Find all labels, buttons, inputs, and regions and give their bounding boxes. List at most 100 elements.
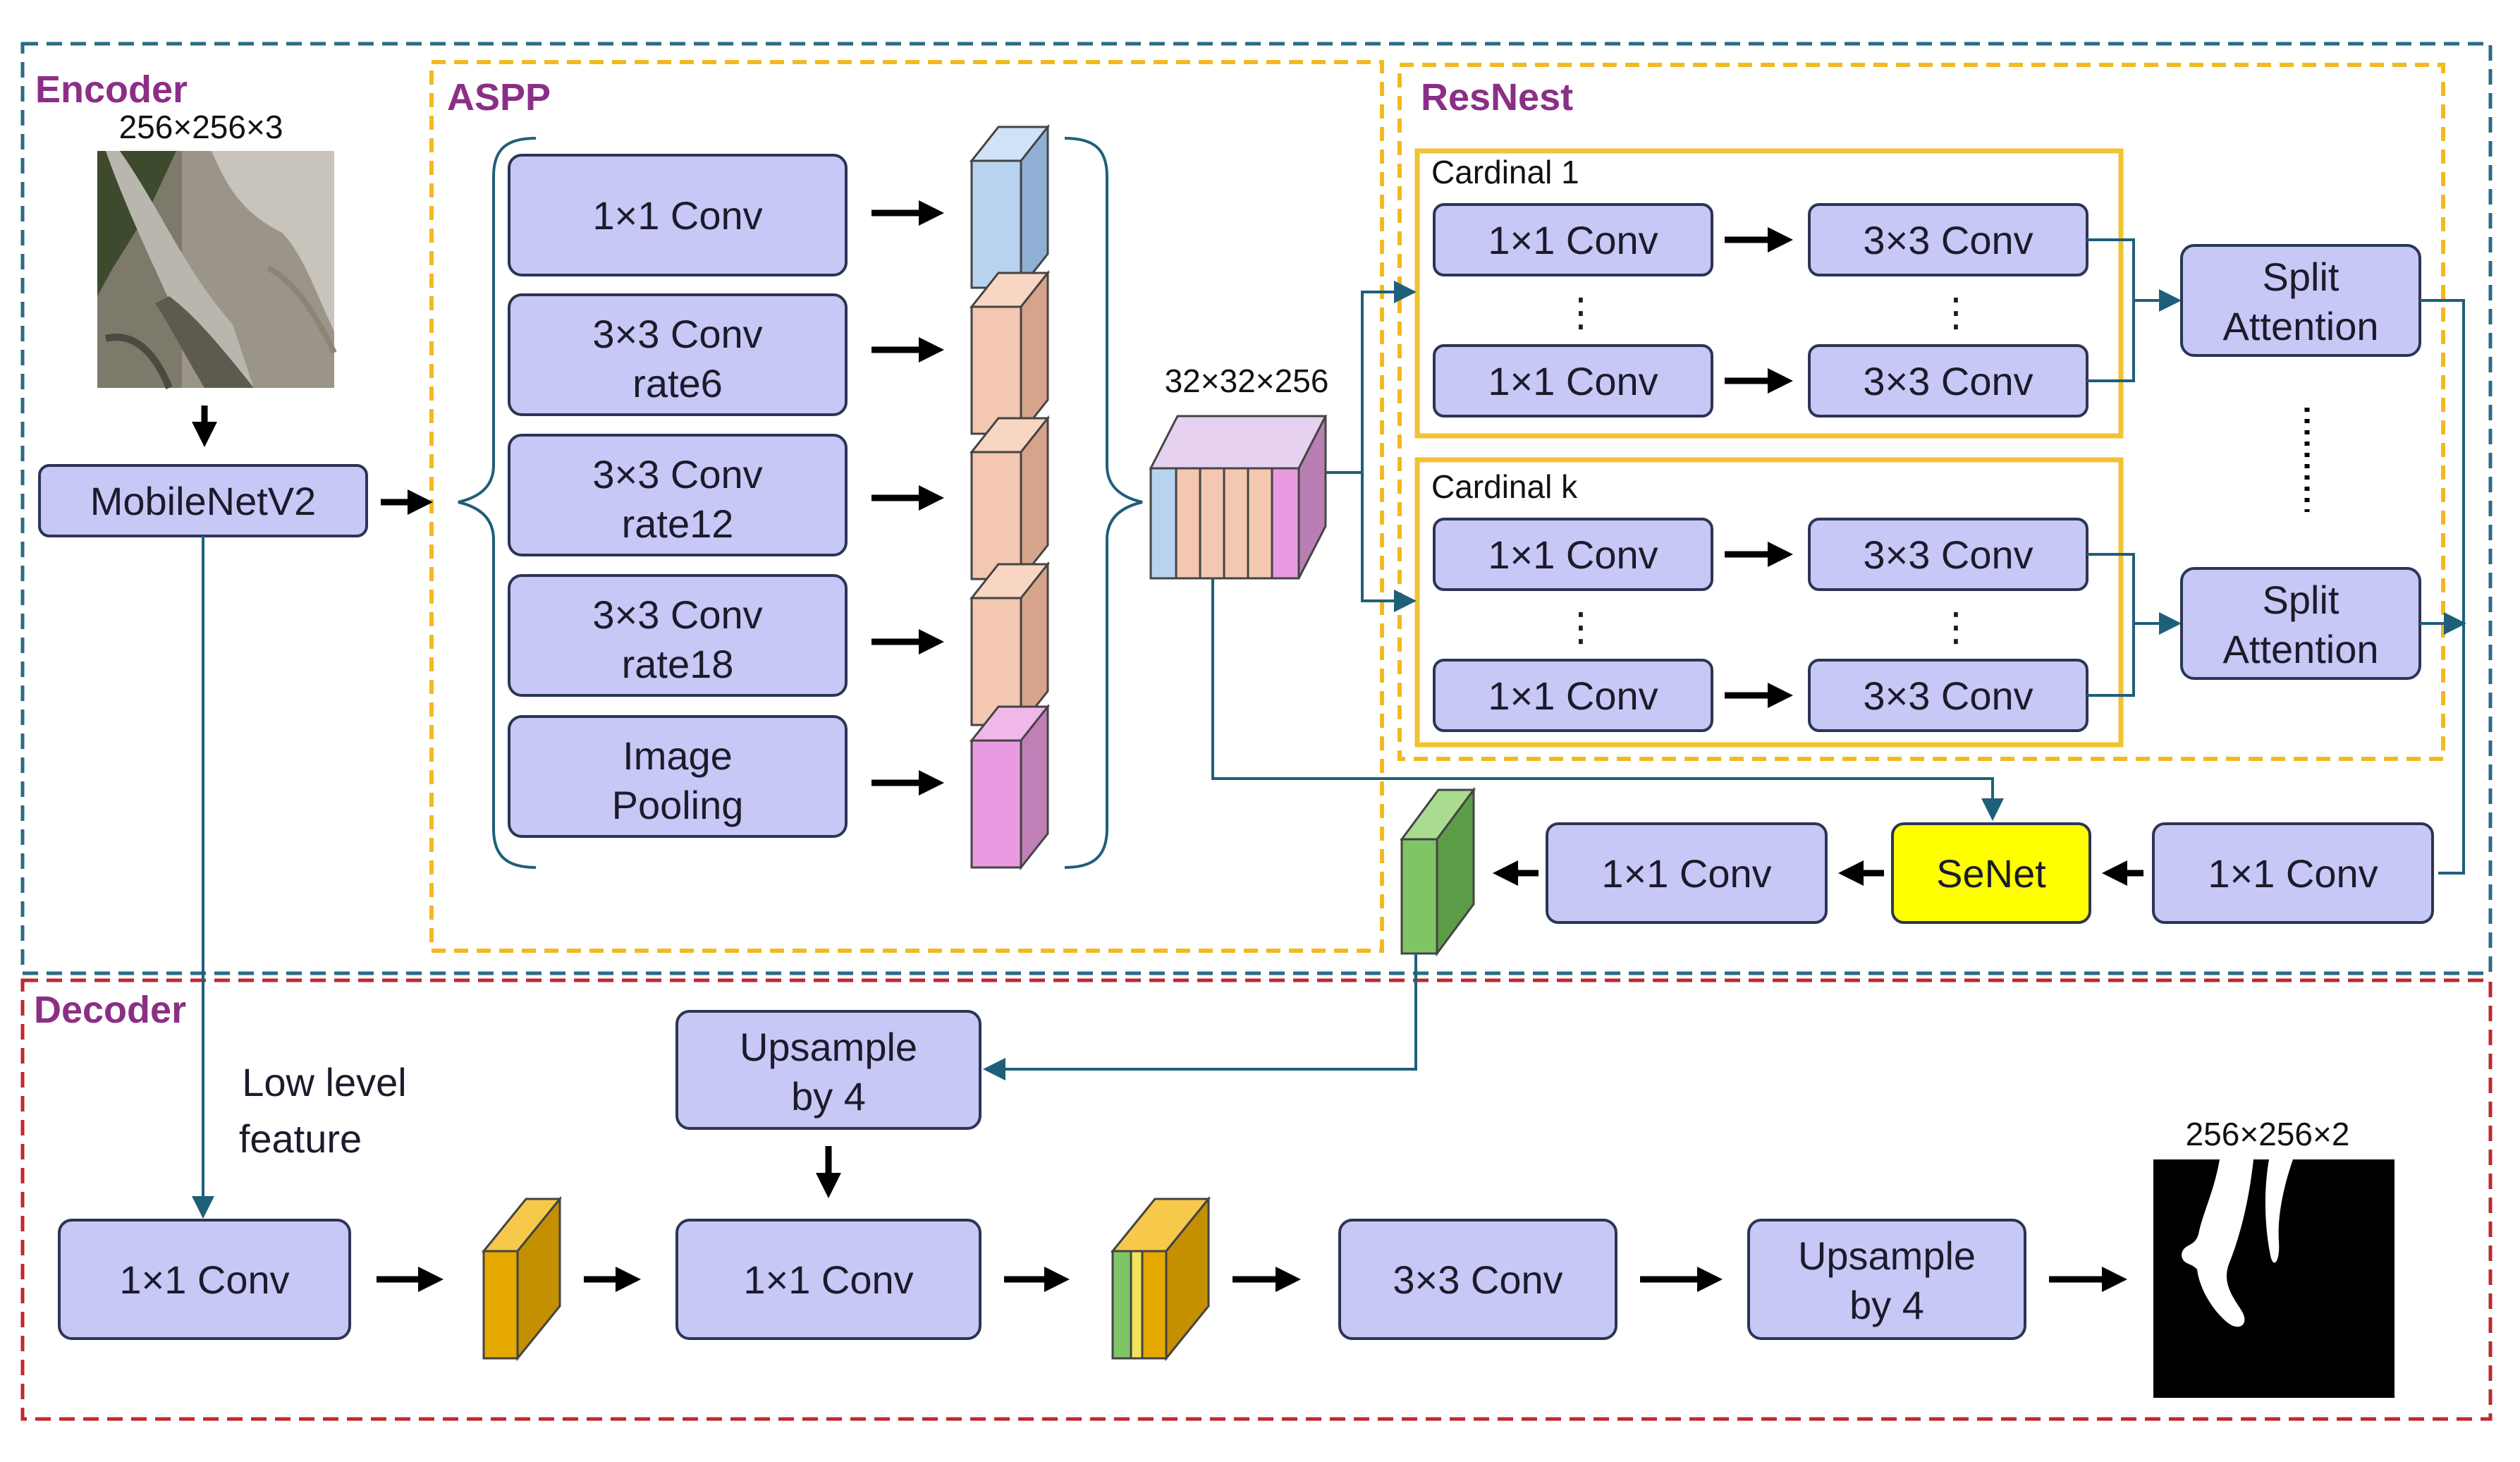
decoder-conv-mid-box: [675, 1219, 981, 1340]
wire-stack-to-cardinal-k: [1361, 473, 1417, 612]
svg-text:by 4: by 4: [791, 1074, 866, 1119]
post-conv-b-label: 1×1 Conv: [2208, 851, 2378, 896]
ck-conv3x3-bottom-label: 3×3 Conv: [1863, 674, 2033, 718]
aspp-conv-rate12-line1: 3×3 Conv: [592, 452, 762, 497]
aspp-conv-rate18-box: [508, 574, 848, 697]
decoder-conv-mid-label: 1×1 Conv: [743, 1257, 913, 1302]
aspp-left-brace: [458, 137, 537, 869]
c1-conv3x3-bottom-label: 3×3 Conv: [1863, 359, 2033, 403]
wire-split-attention-out: [2420, 299, 2464, 875]
post-conv-a-label: 1×1 Conv: [1601, 851, 1771, 896]
resnest-region: [1397, 63, 2445, 761]
aspp-conv-rate6-line1: 3×3 Conv: [592, 312, 762, 356]
split-attention-1-line1: Split: [2263, 255, 2339, 299]
decoder-region: [20, 978, 2493, 1421]
c1-conv3x3-top-label: 3×3 Conv: [1863, 218, 2033, 262]
svg-text:Upsample: Upsample: [740, 1025, 917, 1069]
aspp-feature-block-orange-1: [969, 269, 1051, 437]
ck-conv1x1-top-box: [1433, 518, 1713, 591]
svg-text:Pooling: Pooling: [612, 783, 744, 827]
svg-text:3×3 Conv: 3×3 Conv: [592, 592, 762, 637]
wire-green-to-upsample: [983, 954, 1417, 1080]
input-satellite-image: [97, 151, 337, 389]
c1-conv1x1-bottom-box: [1433, 344, 1713, 418]
ck-conv3x3-top-label: 3×3 Conv: [1863, 532, 2033, 577]
svg-text:3×3 Conv: 3×3 Conv: [592, 452, 762, 497]
decoder-conv-low-label: 1×1 Conv: [119, 1257, 289, 1302]
aspp-conv-rate18-line2: rate18: [622, 642, 734, 686]
aspp-pooling-line2: Pooling: [612, 783, 744, 827]
post-conv-a-box: [1546, 822, 1828, 924]
cardinal-1-label: Cardinal 1: [1431, 154, 1579, 190]
low-level-feature-line2: feature: [239, 1116, 362, 1161]
aspp-conv-rate6-box: [508, 293, 848, 416]
decoder-conv3x3-box: [1338, 1219, 1617, 1340]
ck-conv1x1-bottom-box: [1433, 659, 1713, 732]
split-attention-k-line1: Split: [2263, 578, 2339, 622]
aspp-conv-rate18-line1: 3×3 Conv: [592, 592, 762, 637]
decoder-conv-low-box: [58, 1219, 351, 1340]
post-conv-b-box: [2152, 822, 2434, 924]
encoder-output-block-green: [1400, 786, 1476, 957]
output-dims: 256×256×2: [2186, 1116, 2350, 1152]
cardinal-k-label: Cardinal k: [1431, 468, 1578, 505]
decoder-upsample-b-line2: by 4: [1849, 1283, 1924, 1327]
ck-dots-right: ⋮: [1936, 604, 1976, 649]
ck-conv1x1-bottom-label: 1×1 Conv: [1488, 674, 1658, 718]
svg-text:feature: feature: [239, 1116, 362, 1161]
c1-merge-wire: [2087, 238, 2179, 382]
aspp-feature-block-blue: [969, 123, 1051, 291]
svg-text:Split: Split: [2263, 255, 2339, 299]
aspp-feature-block-pink: [969, 703, 1051, 871]
svg-text:Upsample: Upsample: [1798, 1233, 1976, 1278]
wire-stack-to-cardinal-1: [1326, 281, 1417, 474]
aspp-conv1x1-label: 1×1 Conv: [592, 193, 762, 238]
svg-text:Low level: Low level: [242, 1060, 406, 1104]
senet-label: SeNet: [1936, 851, 2046, 896]
c1-dots-left: ⋮: [1561, 290, 1601, 334]
svg-text:rate6: rate6: [632, 361, 723, 406]
c1-conv1x1-bottom-label: 1×1 Conv: [1488, 359, 1658, 403]
output-segmentation-mask: [2153, 1159, 2394, 1398]
aspp-output-dims: 32×32×256: [1165, 363, 1329, 399]
mobilenetv2-label: MobileNetV2: [90, 479, 317, 523]
decoder-conv3x3-label: 3×3 Conv: [1393, 1257, 1562, 1302]
ck-merge-wire: [2087, 553, 2179, 697]
c1-conv1x1-top-box: [1433, 203, 1713, 276]
senet-box: [1891, 822, 2091, 924]
aspp-conv1x1-box: [508, 154, 848, 276]
input-dims: 256×256×3: [119, 109, 283, 145]
wire-stack-to-senet: [1211, 578, 2004, 821]
aspp-image-pooling-box: [508, 715, 848, 838]
encoder-label: Encoder: [35, 68, 188, 111]
aspp-feature-block-orange-3: [969, 561, 1051, 729]
c1-dots-right: ⋮: [1936, 290, 1976, 334]
decoder-block-concat: [1110, 1195, 1211, 1362]
svg-text:Attention: Attention: [2222, 304, 2378, 348]
cardinal-1-box: [1414, 148, 2124, 439]
decoder-upsample-a-line1: Upsample: [740, 1025, 917, 1069]
decoder-upsample-a-line2: by 4: [791, 1074, 866, 1119]
aspp-label: ASPP: [447, 76, 551, 118]
c1-conv1x1-top-label: 1×1 Conv: [1488, 218, 1658, 262]
svg-text:rate12: rate12: [622, 501, 734, 546]
aspp-feature-block-orange-2: [969, 415, 1051, 583]
svg-text:Attention: Attention: [2222, 627, 2378, 671]
aspp-conv-rate12-line2: rate12: [622, 501, 734, 546]
encoder-region: [20, 42, 2493, 975]
decoder-block-yellow: [481, 1195, 563, 1362]
aspp-conv-rate6-line2: rate6: [632, 361, 723, 406]
decoder-upsample-a-box: [675, 1010, 981, 1130]
aspp-conv-rate12-box: [508, 434, 848, 556]
svg-text:by 4: by 4: [1849, 1283, 1924, 1327]
ck-conv1x1-top-label: 1×1 Conv: [1488, 532, 1658, 577]
resnest-label: ResNest: [1421, 76, 1573, 118]
low-level-feature-line1: Low level: [242, 1060, 406, 1104]
ck-dots-left: ⋮: [1561, 604, 1601, 649]
split-attention-1-line2: Attention: [2222, 304, 2378, 348]
svg-text:3×3 Conv: 3×3 Conv: [592, 312, 762, 356]
split-attention-k-line2: Attention: [2222, 627, 2378, 671]
aspp-right-brace: [1064, 137, 1143, 869]
decoder-label: Decoder: [34, 989, 186, 1031]
svg-text:rate18: rate18: [622, 642, 734, 686]
